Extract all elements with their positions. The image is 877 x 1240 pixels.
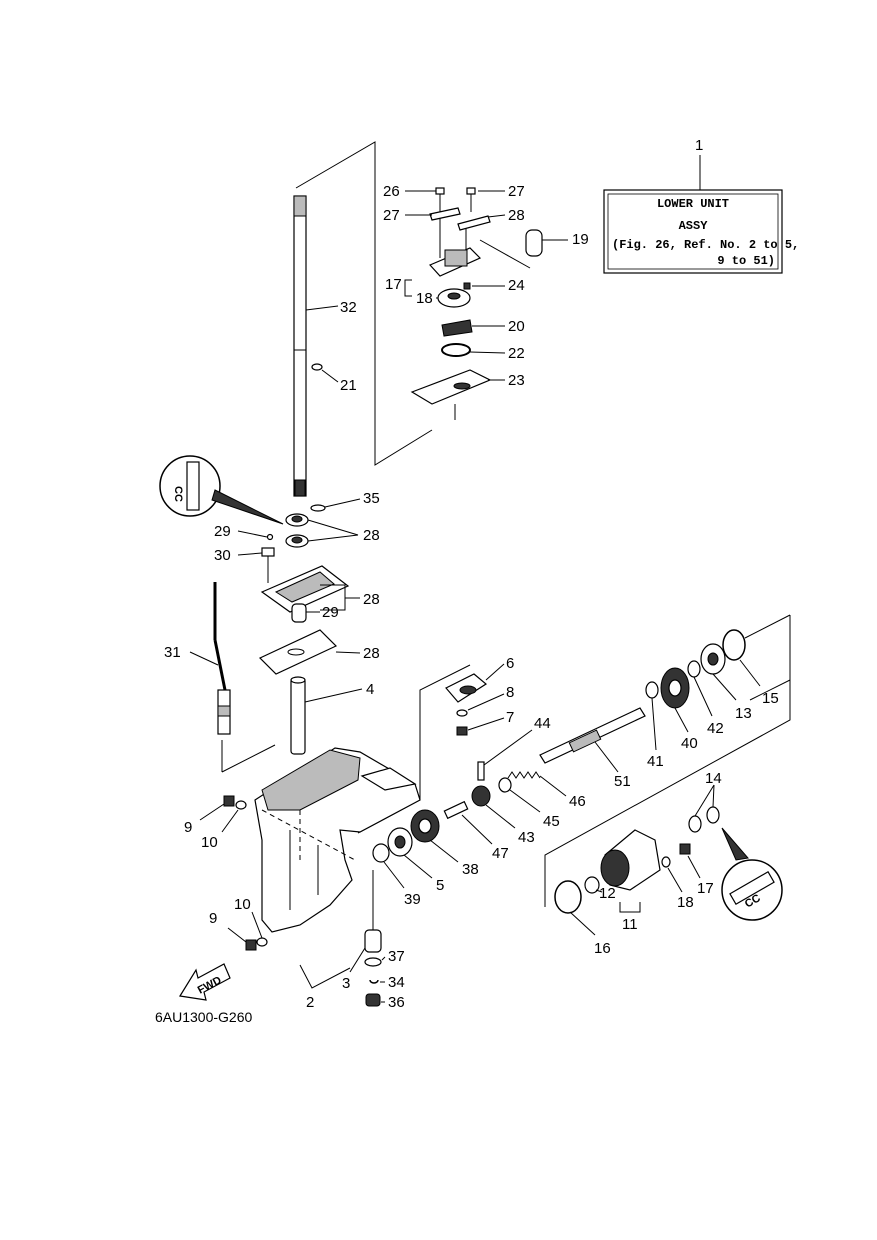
callout-5: 5 [436,877,444,894]
callout-34: 30 [214,547,231,564]
callout-45: 42 [707,720,724,737]
shift-rod [213,582,231,735]
callout-40: 37 [388,948,405,965]
callout-22: 20 [508,318,525,335]
callout-3: 3 [342,975,350,992]
drive-shaft [293,195,323,497]
gasket [258,629,338,675]
callout-15: 15 [762,690,779,707]
callout-23: 21 [340,377,357,394]
callout-18: 18 [677,894,694,911]
callout-20: 18 [416,290,433,307]
callout-12: 12 [599,885,616,902]
callout-25: 23 [508,372,525,389]
callout-10-upper: 10 [201,834,218,851]
callout-39: 36 [388,994,405,1011]
callout-4: 4 [366,681,374,698]
casing-bolts [223,795,268,951]
callout-41: 38 [462,861,479,878]
callout-9-upper: 9 [184,819,192,836]
fwd-arrow: FWD [179,963,231,1001]
callout-10-lower: 10 [234,896,251,913]
callout-44: 41 [647,753,664,770]
propeller-shaft-group [372,629,746,863]
callout-28-right: 28 [508,207,525,224]
callout-36: 32 [340,299,357,316]
box-line-3: (Fig. 26, Ref. No. 2 to 5, [612,238,799,252]
callout-6: 6 [506,655,514,672]
callout-27-left: 26 [383,183,400,200]
callout-8: 8 [506,684,514,701]
callout-30: 29 [322,604,339,621]
callout-28-left: 27 [383,207,400,224]
callout-32: 28 [363,645,380,662]
callout-37: 34 [388,974,405,991]
bearing-parts [266,504,326,548]
callout-35: 31 [164,644,181,661]
callout-43: 40 [681,735,698,752]
callout-13: 13 [735,705,752,722]
callout-7: 7 [506,709,514,726]
callout-38: 35 [363,490,380,507]
lower-casing [254,747,421,933]
callout-16: 16 [594,940,611,957]
callout-42: 39 [404,891,421,908]
callout-31: 28 [363,527,380,544]
diagram-code: 6AU1300-G260 [155,1009,253,1025]
callout-27-right: 27 [508,183,525,200]
water-tube [290,676,306,755]
callout-11: 11 [622,916,638,933]
callout-9-lower: 9 [209,910,217,927]
box-line-1: LOWER UNIT [657,197,729,211]
retainer-parts [260,547,350,623]
callout-labels: 26 27 27 28 19 17 24 18 20 22 23 32 2 [164,183,779,1011]
assembly-box: 1 LOWER UNIT ASSY (Fig. 26, Ref. No. 2 t… [603,137,799,274]
box-line-4: 9 to 51) [717,254,775,268]
callout-2: 2 [306,994,314,1011]
callout-33: 29 [214,523,231,540]
callout-51: 51 [614,773,631,790]
callout-19: 17 [385,276,402,293]
callout-49: 46 [569,793,586,810]
callout-48: 45 [543,813,560,830]
callout-17: 17 [697,880,714,897]
water-pump-parts [404,187,543,420]
callout-50: 47 [492,845,509,862]
detail-circle-lower: CC [721,827,783,921]
callout-21: 19 [572,231,589,248]
box-line-2: ASSY [679,219,709,233]
propeller-cap-assembly [554,806,720,914]
drain-parts [364,870,382,1007]
callout-14: 14 [705,770,722,787]
callout-46: 43 [518,829,535,846]
callout-47: 44 [534,715,551,732]
callout-1: 1 [695,137,703,154]
svg-text:CC: CC [172,486,184,502]
detail-circle-upper: CC [159,455,284,525]
callout-26: 24 [508,277,525,294]
callout-29: 28 [363,591,380,608]
callout-24: 22 [508,345,525,362]
anode-parts [445,673,488,736]
